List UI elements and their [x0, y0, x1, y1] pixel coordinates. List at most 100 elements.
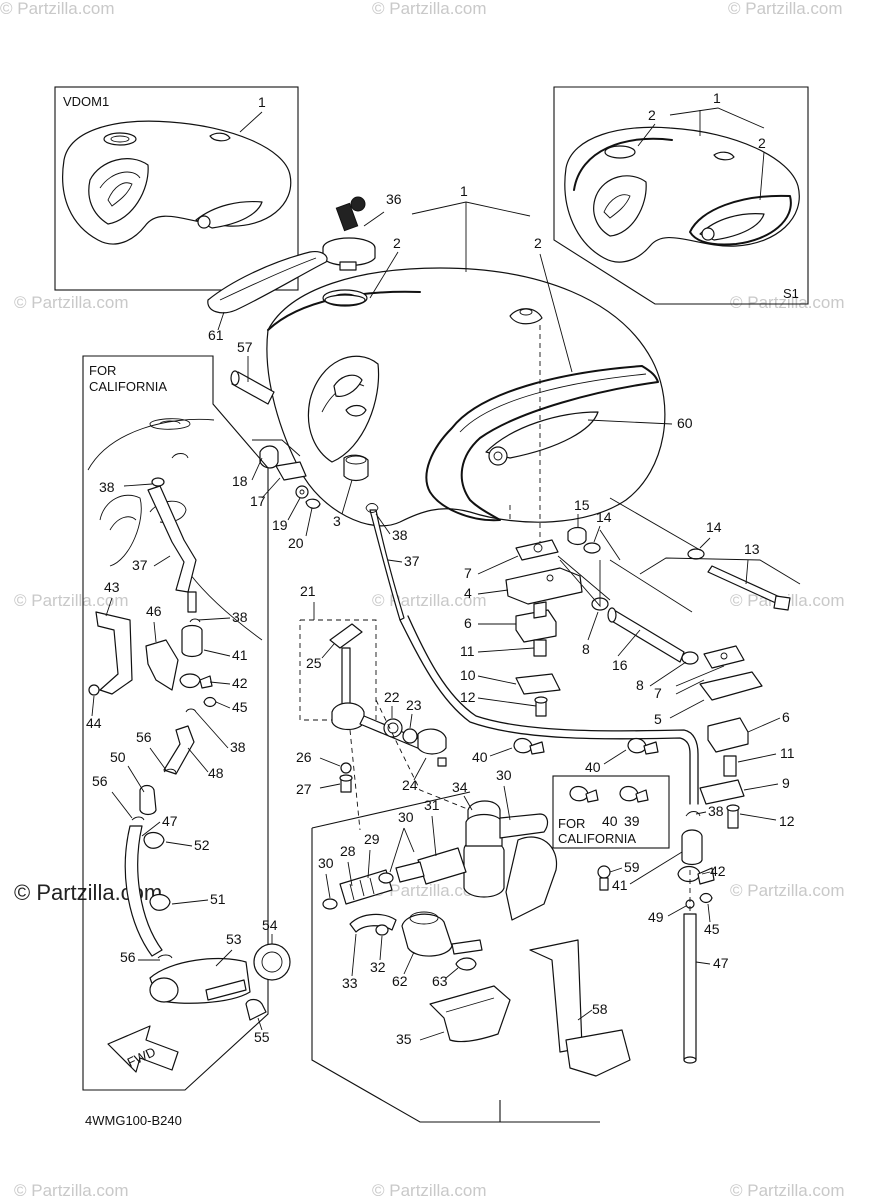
callout: 37	[132, 557, 148, 573]
bolt-55	[245, 998, 267, 1021]
hose-37b	[147, 485, 197, 593]
damper-6b	[707, 717, 749, 753]
decal-stripe	[425, 365, 659, 522]
callout: 51	[210, 891, 226, 907]
watermark: © Partzilla.com	[372, 0, 487, 18]
california-label: FOR	[89, 363, 116, 378]
washer-19	[295, 485, 309, 499]
valve-41	[681, 829, 703, 866]
diagram-code: 4WMG100-B240	[85, 1113, 182, 1128]
watermark: © Partzilla.com	[14, 591, 129, 610]
callout: 56	[92, 773, 108, 789]
watermark: © Partzilla.com	[14, 1181, 129, 1200]
callout: 43	[104, 579, 120, 595]
knee-pad-area	[593, 175, 647, 237]
callout: 47	[162, 813, 178, 829]
california-label: CALIFORNIA	[89, 379, 167, 394]
callout: 2	[648, 107, 656, 123]
callout: 47	[713, 955, 729, 971]
clamp-42b	[179, 673, 201, 689]
callout: 40	[602, 813, 618, 829]
callout: 7	[464, 565, 472, 581]
callout: 11	[460, 643, 475, 659]
callout: 54	[262, 917, 278, 933]
callout: 30	[496, 767, 512, 783]
callout: 55	[254, 1029, 270, 1045]
callout: 16	[612, 657, 628, 673]
callout: 39	[624, 813, 640, 829]
callout: 41	[232, 647, 248, 663]
bracket-43	[95, 611, 133, 695]
clamp-51	[149, 893, 171, 911]
bracket-46	[145, 639, 179, 691]
clamp-32	[375, 924, 389, 936]
screw-59	[597, 865, 611, 879]
callout: 28	[340, 843, 356, 859]
key	[335, 202, 359, 232]
collar-11b	[723, 755, 737, 777]
collar-15	[567, 526, 587, 546]
callout: 52	[194, 837, 210, 853]
callout: 58	[592, 1001, 608, 1017]
callout: 49	[648, 909, 664, 925]
callout: 30	[398, 809, 414, 825]
callout: 1	[713, 90, 721, 106]
filter-31	[417, 847, 467, 885]
callout: 42	[710, 863, 726, 879]
callout: 1	[460, 183, 468, 199]
right-mount-hardware: 15 14 14 13 7 4 6 8 16 11 10 12 8 7 5 6 …	[460, 497, 801, 829]
key-head	[350, 196, 366, 212]
hose-33	[349, 913, 397, 933]
stem	[341, 647, 351, 707]
callout: 53	[226, 931, 242, 947]
callout: 61	[208, 327, 224, 343]
callout: 25	[306, 655, 322, 671]
cap-3	[343, 454, 369, 482]
callout: 56	[136, 729, 152, 745]
inset-s1: S1 1 2 2	[553, 86, 809, 305]
watermark: © Partzilla.com	[0, 0, 115, 18]
mount-boss	[713, 151, 735, 161]
breather-hose-37: 38 37	[365, 503, 699, 805]
decal-outline	[689, 194, 792, 246]
callout: 32	[370, 959, 386, 975]
screw-45b	[203, 696, 217, 708]
watermark: © Partzilla.com	[372, 1181, 487, 1200]
california-label: FOR	[558, 816, 585, 831]
callout: 12	[779, 813, 795, 829]
callout: 31	[424, 797, 440, 813]
filler-opening	[103, 132, 137, 146]
callout: 12	[460, 689, 476, 705]
plate-10	[515, 673, 561, 695]
california-label: CALIFORNIA	[558, 831, 636, 846]
emblem-strip	[195, 200, 263, 229]
callout: 63	[432, 973, 448, 989]
callout: 17	[250, 493, 266, 509]
callout: 33	[342, 975, 358, 991]
right-hose-47: 38 41 42 49 45 47	[612, 803, 729, 1064]
callout: 50	[110, 749, 126, 765]
callout: 36	[386, 191, 402, 207]
callout: 18	[232, 473, 248, 489]
inset-label: S1	[783, 286, 799, 301]
callout: 19	[272, 517, 288, 533]
left-mount-parts: 57 18 17 19 20 3	[230, 339, 369, 551]
callout: 6	[464, 615, 472, 631]
bracket-4	[505, 567, 583, 605]
callout: 15	[574, 497, 590, 513]
damper-18	[259, 445, 279, 469]
callout: 56	[120, 949, 136, 965]
tank-pad	[207, 251, 328, 314]
watermark: © Partzilla.com	[730, 293, 845, 312]
clamp-30b	[378, 872, 394, 884]
fuel-cap-assembly: 36 61	[207, 191, 402, 343]
damper-7b	[703, 645, 745, 669]
clamp-42	[677, 865, 701, 883]
nut-63	[455, 957, 477, 971]
callout: 27	[296, 781, 312, 797]
collar-11	[533, 639, 547, 657]
callout: 22	[384, 689, 400, 705]
clip-38	[365, 503, 379, 513]
inset-vdom1: VDOM1 1	[54, 86, 299, 291]
